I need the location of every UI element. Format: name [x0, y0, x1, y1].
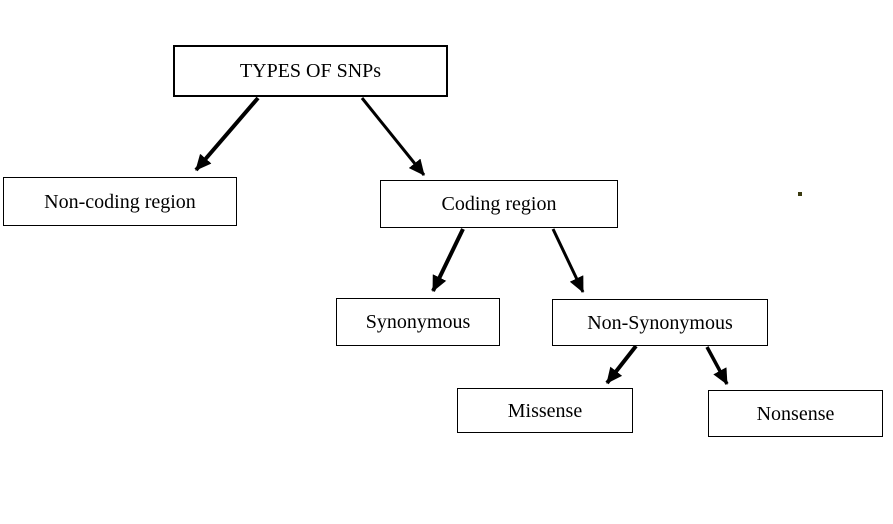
node-nonsense: Nonsense: [708, 390, 883, 437]
node-types-of-snps-label: TYPES OF SNPs: [239, 60, 382, 82]
node-non-coding-region-label: Non-coding region: [44, 190, 196, 213]
node-synonymous: Synonymous: [336, 298, 500, 346]
node-missense: Missense: [457, 388, 633, 433]
node-non-synonymous: Non-Synonymous: [552, 299, 768, 346]
arrow-coding-to-nonsynonymous: [551, 228, 585, 293]
arrow-nonsynonymous-to-nonsense: [705, 346, 729, 385]
arrow-coding-to-synonymous: [431, 228, 465, 292]
arrow-types-to-coding: [360, 97, 426, 176]
node-nonsense-label: Nonsense: [756, 402, 835, 425]
stray-dot-artifact: [798, 192, 802, 196]
node-types-of-snps: TYPES OF SNPs: [173, 45, 448, 97]
node-coding-region: Coding region: [380, 180, 618, 228]
node-non-coding-region: Non-coding region: [3, 177, 237, 226]
node-synonymous-label: Synonymous: [365, 311, 471, 333]
arrow-nonsynonymous-to-missense: [605, 344, 638, 385]
node-non-synonymous-label: Non-Synonymous: [587, 311, 733, 334]
node-coding-region-label: Coding region: [441, 193, 557, 215]
arrow-types-to-noncoding: [194, 96, 260, 172]
node-missense-label: Missense: [507, 399, 583, 422]
